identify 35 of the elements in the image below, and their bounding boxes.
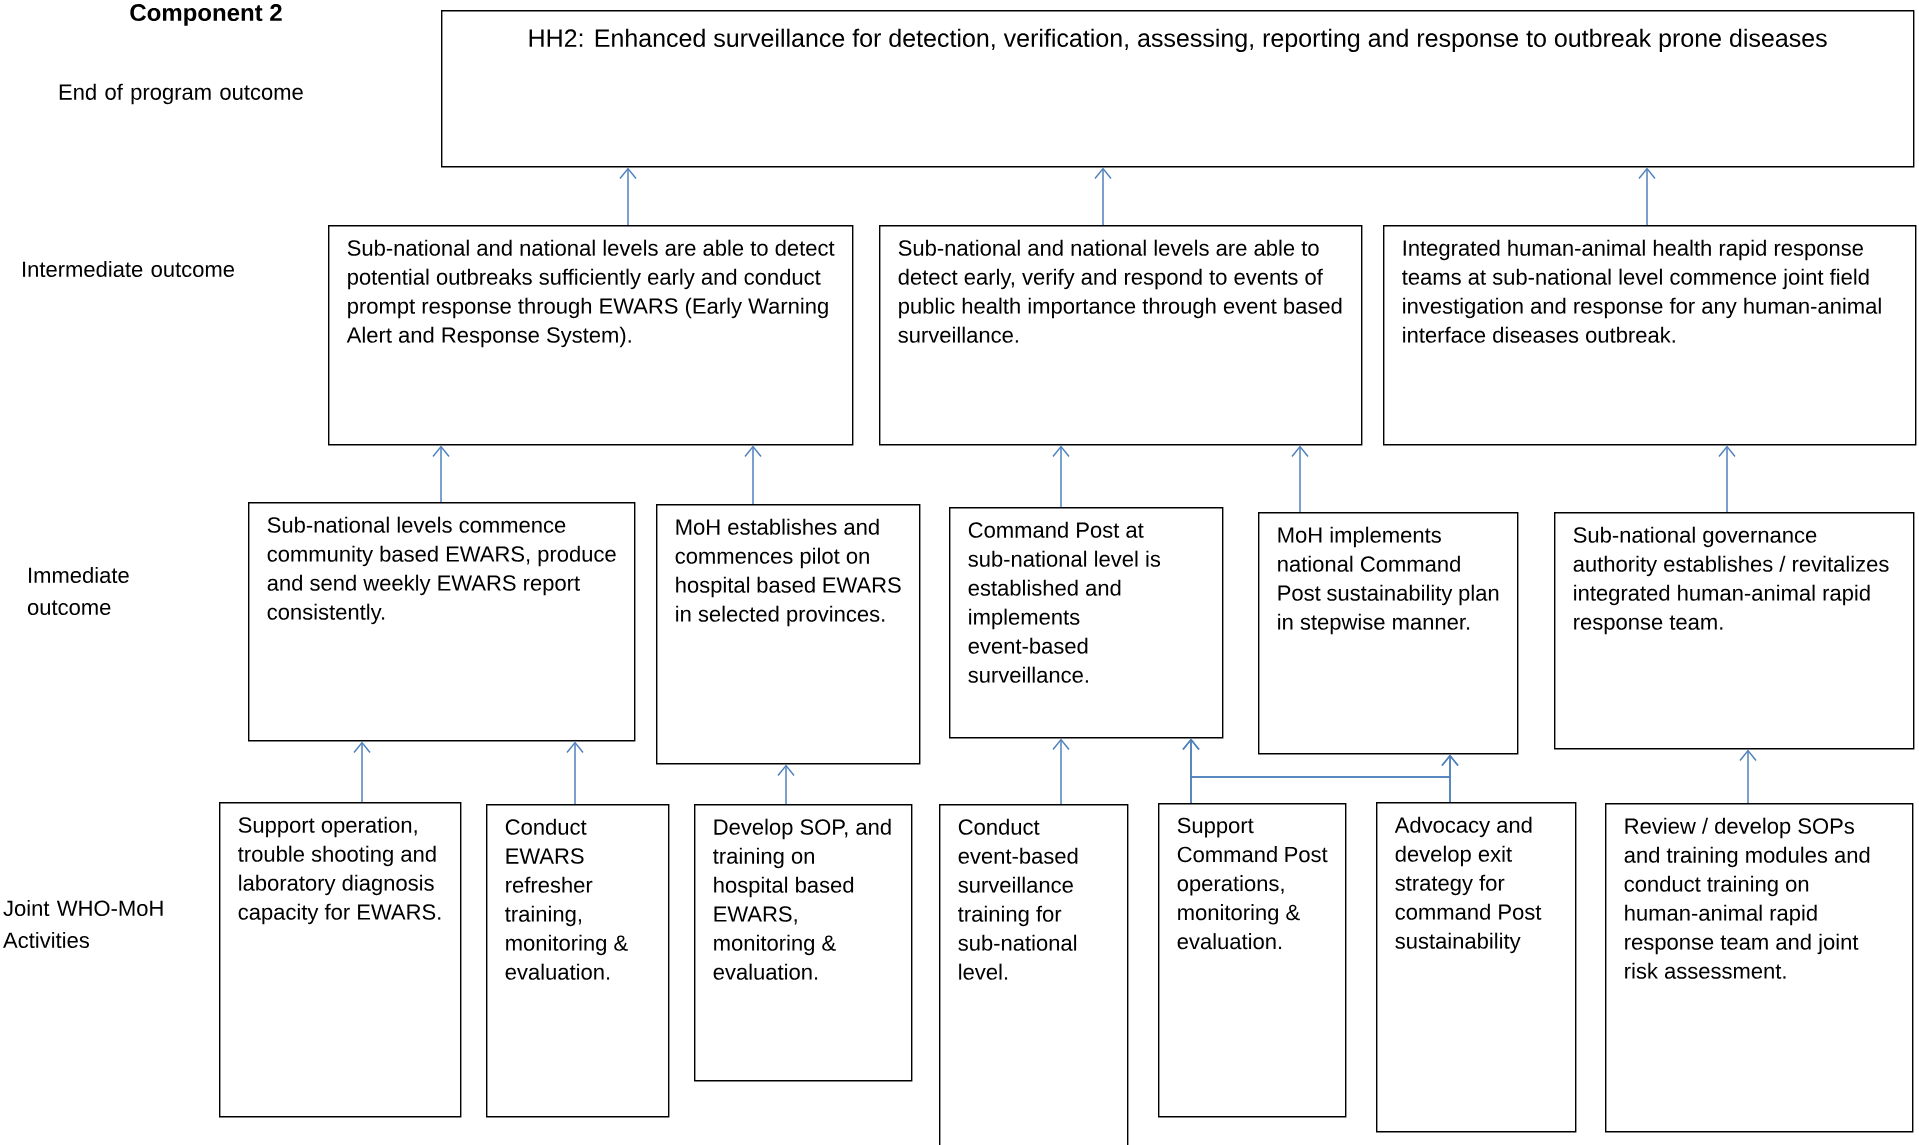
arrow [1052, 445, 1070, 508]
outcome-box: HH2: Enhanced surveillance for detection, verification, assessing, reporting and response to outbreak prone diseases [441, 10, 1915, 168]
arrow [1739, 749, 1757, 804]
row-label: Joint WHO-MoH Activities [3, 899, 163, 949]
arrow [1441, 754, 1459, 803]
arrow [1718, 445, 1736, 513]
outcome-box: Support operation, trouble shooting and laboratory diagnosis capacity for EWARS. [219, 801, 462, 1118]
arrow [744, 445, 762, 505]
heading: Component 2 [130, 4, 282, 26]
arrow [777, 764, 795, 805]
arrow [432, 445, 450, 503]
outcome-box: Conduct EWARS refresher training, monitoring & evaluation. [486, 803, 670, 1118]
outcome-box: Sub-national and national levels are able to detect potential outbreaks sufficiently early and conduct prompt response through EWARS (Early Warning Alert and Response System). [328, 225, 854, 446]
row-label: Immediate outcome [27, 566, 129, 616]
outcome-box: Command Post at sub-national level is established and implements event-based surveillance. [949, 507, 1224, 739]
outcome-box: Integrated human-animal health rapid response teams at sub-national level commence joint field investigation and response for any human-animal interface diseases outbreak. [1383, 225, 1917, 446]
row-label: Intermediate outcome [23, 260, 234, 278]
outcome-box: MoH implements national Command Post sustainability plan in stepwise manner. [1258, 511, 1519, 755]
outcome-box: Develop SOP, and training on hospital based EWARS, monitoring & evaluation. [694, 803, 913, 1082]
outcome-box: Sub-national governance authority establishes / revitalizes integrated human-animal rapid response team. [1554, 511, 1915, 750]
outcome-box: Advocacy and develop exit strategy for command Post sustainability [1376, 801, 1577, 1133]
arrow [1638, 167, 1656, 226]
outcome-box: Sub-national levels commence community based EWARS, produce and send weekly EWARS report consistently. [248, 502, 636, 742]
arrow [619, 167, 637, 226]
arrow [1094, 167, 1112, 226]
outcome-box: Review / develop SOPs and training modules and conduct training on human-animal rapid response team and joint risk assessment. [1605, 802, 1914, 1133]
arrow [1291, 445, 1309, 513]
arrow [1052, 738, 1070, 805]
row-label: End of program outcome [59, 83, 303, 105]
outcome-box: Sub-national and national levels are able to detect early, verify and respond to events of public health importance through event based surveillance. [879, 225, 1363, 446]
outcome-box: Support Command Post operations, monitoring & evaluation. [1158, 802, 1347, 1118]
outcome-box: MoH establishes and commences pilot on hospital based EWARS in selected provinces. [656, 504, 921, 765]
outcome-box: Conduct event-based surveillance training for sub-national level. [939, 803, 1129, 1145]
arrow [566, 741, 584, 805]
arrow [353, 741, 371, 803]
